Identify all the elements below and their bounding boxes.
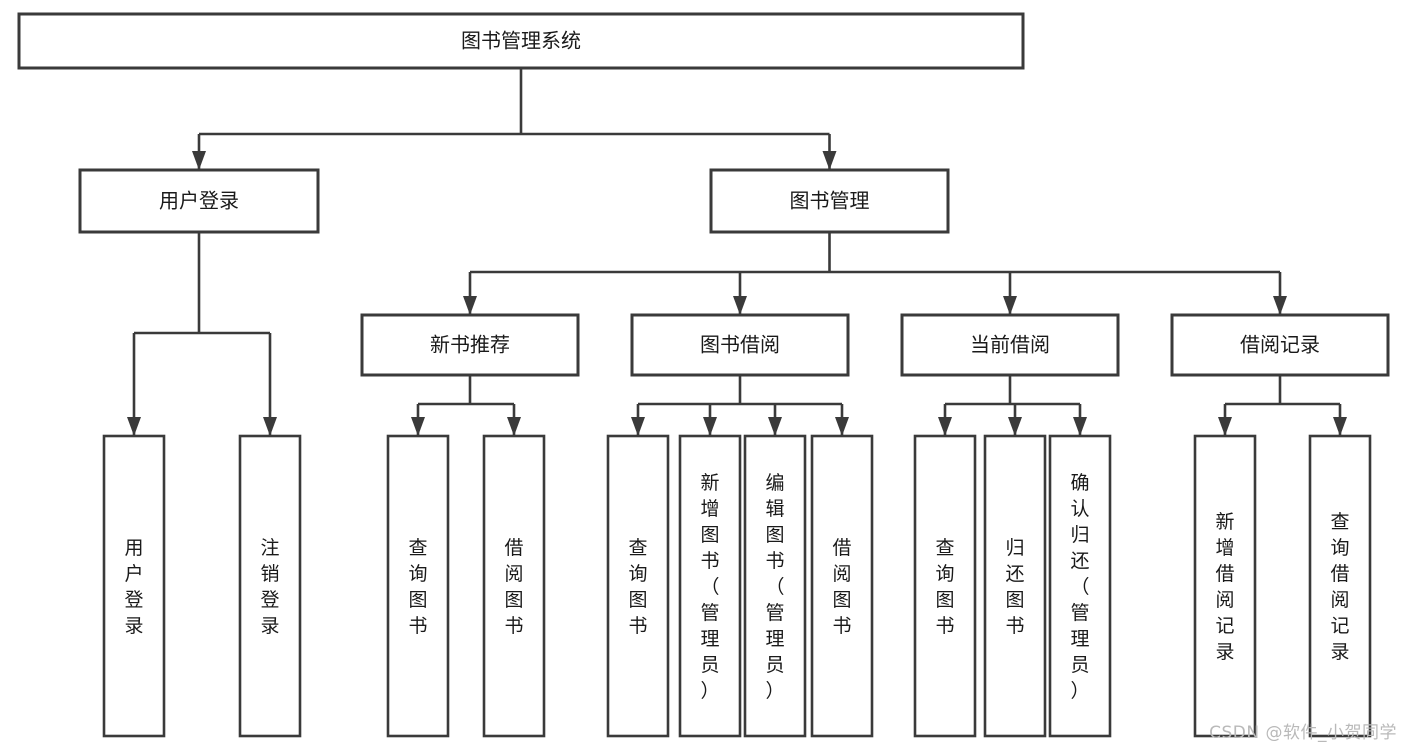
node-l-querybook2[interactable]: 查询图书 xyxy=(606,434,670,738)
node-label: 用户登录 xyxy=(159,189,239,213)
node-box xyxy=(78,168,320,234)
node-label: 新增图书（管理员） xyxy=(700,472,719,702)
node-label: 查询图书 xyxy=(935,537,954,637)
node-label: 用户登录 xyxy=(124,537,143,637)
node-box xyxy=(983,434,1047,738)
node-label: 查询图书 xyxy=(628,537,647,637)
node-l-confirmreturn[interactable]: 确认归还（管理员） xyxy=(1048,434,1112,738)
node-l-returnbook[interactable]: 归还图书 xyxy=(983,434,1047,738)
node-box xyxy=(1193,434,1257,738)
node-n-newbook[interactable]: 新书推荐 xyxy=(360,313,580,377)
node-l-editbook[interactable]: 编辑图书（管理员） xyxy=(743,434,807,738)
node-l-borrowbook1[interactable]: 借阅图书 xyxy=(482,434,546,738)
node-box xyxy=(913,434,977,738)
node-label: 新书推荐 xyxy=(430,333,510,357)
node-l-userlogin[interactable]: 用户登录 xyxy=(102,434,166,738)
node-box xyxy=(743,434,807,738)
node-box xyxy=(1308,434,1372,738)
node-label: 借阅图书 xyxy=(504,537,523,637)
node-label: 图书管理系统 xyxy=(461,29,581,53)
node-label: 当前借阅 xyxy=(970,333,1050,357)
node-box xyxy=(606,434,670,738)
node-box xyxy=(360,313,580,377)
node-n-current[interactable]: 当前借阅 xyxy=(900,313,1120,377)
node-l-logout[interactable]: 注销登录 xyxy=(238,434,302,738)
node-label: 新增借阅记录 xyxy=(1215,511,1234,663)
node-l-addbook[interactable]: 新增图书（管理员） xyxy=(678,434,742,738)
node-label: 归还图书 xyxy=(1005,537,1024,637)
node-box xyxy=(482,434,546,738)
node-label: 借阅记录 xyxy=(1240,333,1320,357)
node-box xyxy=(630,313,850,377)
node-box xyxy=(900,313,1120,377)
node-label: 借阅图书 xyxy=(832,537,851,637)
node-l-addrecord[interactable]: 新增借阅记录 xyxy=(1193,434,1257,738)
node-layer: 图书管理系统用户登录图书管理新书推荐图书借阅当前借阅借阅记录用户登录注销登录查询… xyxy=(17,12,1390,738)
node-n-record[interactable]: 借阅记录 xyxy=(1170,313,1390,377)
node-box xyxy=(1048,434,1112,738)
node-l-querybook1[interactable]: 查询图书 xyxy=(386,434,450,738)
node-l-queryrecord[interactable]: 查询借阅记录 xyxy=(1308,434,1372,738)
node-label: 图书管理 xyxy=(790,189,870,213)
node-n-borrow[interactable]: 图书借阅 xyxy=(630,313,850,377)
node-box xyxy=(678,434,742,738)
node-n-login[interactable]: 用户登录 xyxy=(78,168,320,234)
node-l-querybook3[interactable]: 查询图书 xyxy=(913,434,977,738)
node-box xyxy=(1170,313,1390,377)
node-label: 确认归还（管理员） xyxy=(1070,472,1089,702)
node-root[interactable]: 图书管理系统 xyxy=(17,12,1025,70)
node-n-bookmgmt[interactable]: 图书管理 xyxy=(709,168,950,234)
node-l-borrowbook2[interactable]: 借阅图书 xyxy=(810,434,874,738)
node-label: 注销登录 xyxy=(260,537,279,637)
node-box xyxy=(386,434,450,738)
node-label: 图书借阅 xyxy=(700,333,780,357)
node-box xyxy=(709,168,950,234)
node-label: 查询图书 xyxy=(408,537,427,637)
connector-layer xyxy=(127,68,1347,436)
node-box xyxy=(102,434,166,738)
node-box xyxy=(238,434,302,738)
node-box xyxy=(17,12,1025,70)
node-label: 查询借阅记录 xyxy=(1330,511,1349,663)
node-box xyxy=(810,434,874,738)
node-label: 编辑图书（管理员） xyxy=(765,472,784,702)
